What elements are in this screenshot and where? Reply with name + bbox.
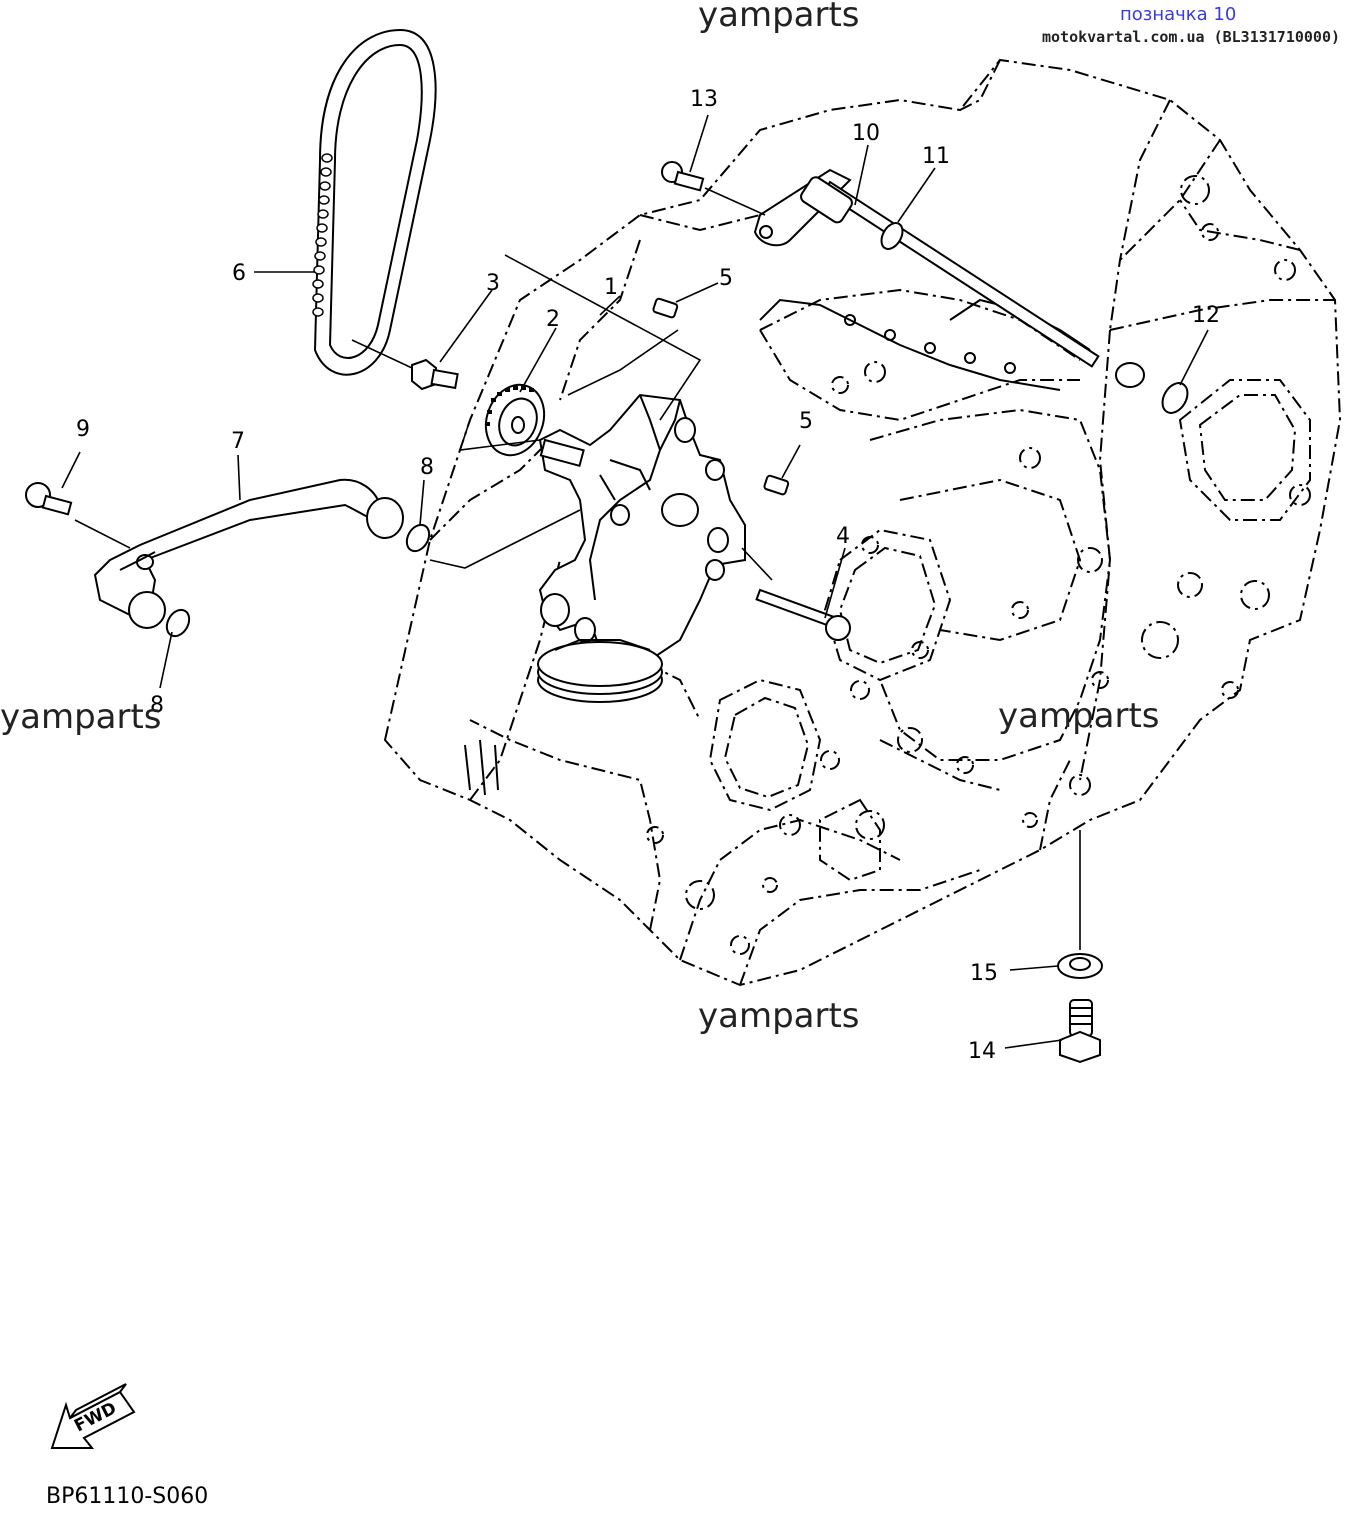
leader-lines — [61, 114, 1209, 1049]
o-rings — [165, 523, 431, 638]
callout-2: 2 — [546, 307, 560, 332]
oil-delivery-pipe — [93, 478, 404, 629]
stud-bolt — [755, 588, 851, 641]
watermarks: yamparts yamparts yamparts yamparts — [0, 0, 1160, 1036]
header-title: позначка 10 — [1120, 4, 1237, 25]
callout-10: 10 — [852, 121, 880, 146]
watermark-left: yamparts — [0, 697, 162, 737]
watermark-right: yamparts — [998, 696, 1160, 736]
oil-pump-drive-chain — [312, 28, 437, 376]
dowel-pins — [652, 297, 790, 496]
callout-8-lower: 8 — [150, 693, 164, 718]
callout-11: 11 — [922, 144, 950, 169]
drain-plug-assembly — [1057, 953, 1103, 1064]
callout-5-upper: 5 — [719, 266, 733, 291]
callouts: 1 2 3 4 5 5 6 7 8 8 9 10 11 12 13 14 15 — [76, 87, 1220, 1064]
callout-8-upper: 8 — [420, 455, 434, 480]
callout-12: 12 — [1192, 303, 1220, 328]
relief-pipe-assembly — [661, 161, 1189, 414]
oil-pump-assembly — [537, 393, 746, 703]
callout-1: 1 — [604, 275, 618, 300]
fwd-arrow-icon: FWD — [50, 1383, 136, 1449]
diagram-code: BP61110-S060 — [46, 1484, 209, 1509]
callout-4: 4 — [836, 524, 850, 549]
watermark-bottom: yamparts — [698, 996, 860, 1036]
callout-9: 9 — [76, 417, 90, 442]
crankcase-outline — [383, 58, 1342, 987]
oil-pump-bolt — [411, 358, 459, 391]
callout-7: 7 — [231, 429, 245, 454]
pipe-bolt — [25, 482, 73, 516]
callout-13: 13 — [690, 87, 718, 112]
oil-pump-sprocket — [484, 383, 546, 457]
callout-15: 15 — [970, 961, 998, 986]
callout-6: 6 — [232, 261, 246, 286]
header-subtitle: motokvartal.com.ua (BL3131710000) — [1042, 28, 1341, 46]
watermark-top: yamparts — [698, 0, 860, 35]
callout-5-lower: 5 — [799, 409, 813, 434]
callout-3: 3 — [486, 271, 500, 296]
callout-14: 14 — [968, 1039, 996, 1064]
